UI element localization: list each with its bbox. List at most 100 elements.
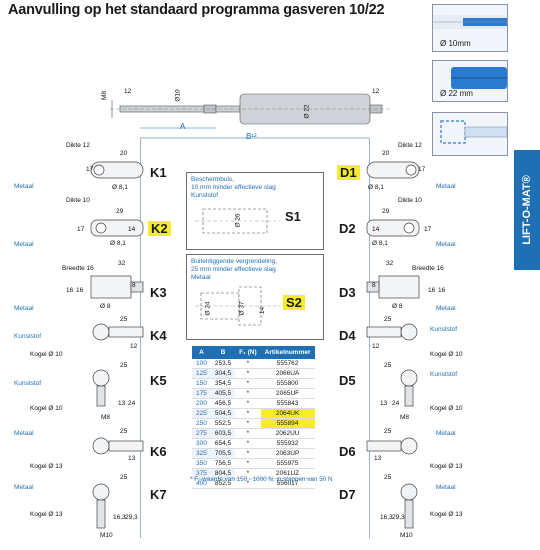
s1-drawing <box>195 208 280 234</box>
table-cell-f: * <box>235 468 261 479</box>
dim-a: A <box>180 122 186 131</box>
right-guide-line <box>369 138 370 538</box>
table-cell-b: 756,5 <box>210 458 236 469</box>
k3-dim-d: Ø 8 <box>100 303 111 310</box>
k4-dim-w: 25 <box>120 316 128 323</box>
k3-dim-b: 16 <box>76 287 84 294</box>
right-metaal-2: Metaal <box>436 241 456 248</box>
table-cell-b: 354,5 <box>210 378 236 389</box>
d5-dim-w: 25 <box>384 362 392 369</box>
k4-dim-h: 12 <box>130 343 138 350</box>
k2-dim-d: Ø 8,1 <box>110 240 126 247</box>
table-cell-b: 304,5 <box>210 368 236 379</box>
k6-dim-w: 25 <box>120 428 128 435</box>
right-metaal-3: Metaal <box>436 305 456 312</box>
table-cell-b: 852,5 <box>210 478 236 489</box>
k1-dim-d: Ø 8,1 <box>112 184 128 191</box>
table-cell-a: 175 <box>192 388 211 399</box>
end-fitting-icon <box>440 120 508 144</box>
side-tab-label: LIFT-O-MAT® <box>521 175 533 245</box>
code-k2: K2 <box>148 221 171 236</box>
k2-dim-w: 29 <box>116 208 124 215</box>
s2-dim-a: Ø 24 <box>204 301 212 316</box>
tube-22mm-label: Ø 22 mm <box>440 89 473 98</box>
table-cell-f: * <box>235 428 261 439</box>
table-cell-f: * <box>235 378 261 389</box>
table-cell-f: * <box>235 478 261 489</box>
k6-dim-h: 13 <box>128 455 136 462</box>
right-kunststof-2: Kunststof <box>430 371 458 378</box>
table-cell-a: 300 <box>192 438 211 449</box>
page-title: Aanvulling op het standaard programma ga… <box>8 2 385 18</box>
table-cell-f: * <box>235 388 261 399</box>
table-cell-a: 350 <box>192 458 211 469</box>
code-k1: K1 <box>150 165 167 180</box>
table-cell-art: 555800 <box>260 378 315 389</box>
k5-dim-a: 13 <box>118 400 126 407</box>
end-fitting-icon-box <box>432 112 508 156</box>
left-metaal-1: Metaal <box>14 183 34 190</box>
table-cell-a: 375 <box>192 468 211 479</box>
k3-dim-a: 16 <box>66 287 74 294</box>
right-kogel10-b: Kogel Ø 10 <box>430 405 463 412</box>
code-d3: D3 <box>339 285 356 300</box>
k7-dim-m: M10 <box>100 532 113 539</box>
code-d2: D2 <box>339 221 356 236</box>
side-tab: LIFT-O-MAT® <box>514 150 540 270</box>
k1-dim-h: 17 <box>86 166 94 173</box>
table-cell-art: 555762 <box>260 359 315 369</box>
table-cell-art: 2066UA <box>260 368 315 379</box>
k7-dim-w: 25 <box>120 474 128 481</box>
k2-dim-h2: 17 <box>77 226 85 233</box>
table-cell-b: 405,5 <box>210 388 236 399</box>
table-cell-a: 275 <box>192 428 211 439</box>
code-d5: D5 <box>339 373 356 388</box>
table-cell-b: 504,5 <box>210 408 236 419</box>
d7-dim-w: 25 <box>384 474 392 481</box>
table-cell-f: * <box>235 448 261 459</box>
left-guide-line <box>140 138 141 538</box>
k3-dim-c: 8 <box>132 282 136 289</box>
rod-10mm-label: Ø 10mm <box>440 39 471 48</box>
table-cell-f: * <box>235 398 261 409</box>
d1-dim-h: 17 <box>418 166 426 173</box>
table-cell-b: 253,5 <box>210 359 236 369</box>
table-cell-b: 552,5 <box>210 418 236 429</box>
d2-dim-d: Ø 8,1 <box>372 240 388 247</box>
d7-dim-b: 29,3 <box>392 514 405 521</box>
d4-dim-h: 12 <box>372 343 380 350</box>
table-cell-art: 555894 <box>260 418 315 429</box>
d5-dim-m: M8 <box>400 414 410 421</box>
code-k4: K4 <box>150 328 167 343</box>
s2-description: Buitenliggende vergrendeling, 25 mm mind… <box>191 258 278 281</box>
code-s1: S1 <box>285 209 301 224</box>
left-kogel10-a: Kogel Ø 10 <box>30 351 63 358</box>
dim-d10: Ø10 <box>174 89 182 102</box>
code-s2: S2 <box>283 295 305 310</box>
code-d4: D4 <box>339 328 356 343</box>
right-metaal-4: Metaal <box>436 430 456 437</box>
table-cell-art: 2065UF <box>260 388 315 399</box>
code-k7: K7 <box>150 487 167 502</box>
table-cell-b: 603,5 <box>210 428 236 439</box>
s2-dim-c: 14 <box>259 306 267 315</box>
rod-10mm-icon-box <box>432 4 508 52</box>
right-breedte16: Breedte 16 <box>412 265 444 272</box>
table-cell-art: 2061UZ <box>260 468 315 479</box>
right-dikte10: Dikte 10 <box>398 197 422 204</box>
table-cell-b: 654,5 <box>210 438 236 449</box>
d4-dim-w: 25 <box>384 316 392 323</box>
left-dikte10: Dikte 10 <box>66 197 90 204</box>
k7-dim-b: 29,3 <box>125 514 138 521</box>
d3-dim-a: 16 <box>428 287 436 294</box>
left-metaal-3: Metaal <box>14 305 34 312</box>
left-fittings-drawing <box>90 161 144 529</box>
table-footnote: * F₁-waarde van 150 - 1000 N, in stappen… <box>190 476 333 483</box>
